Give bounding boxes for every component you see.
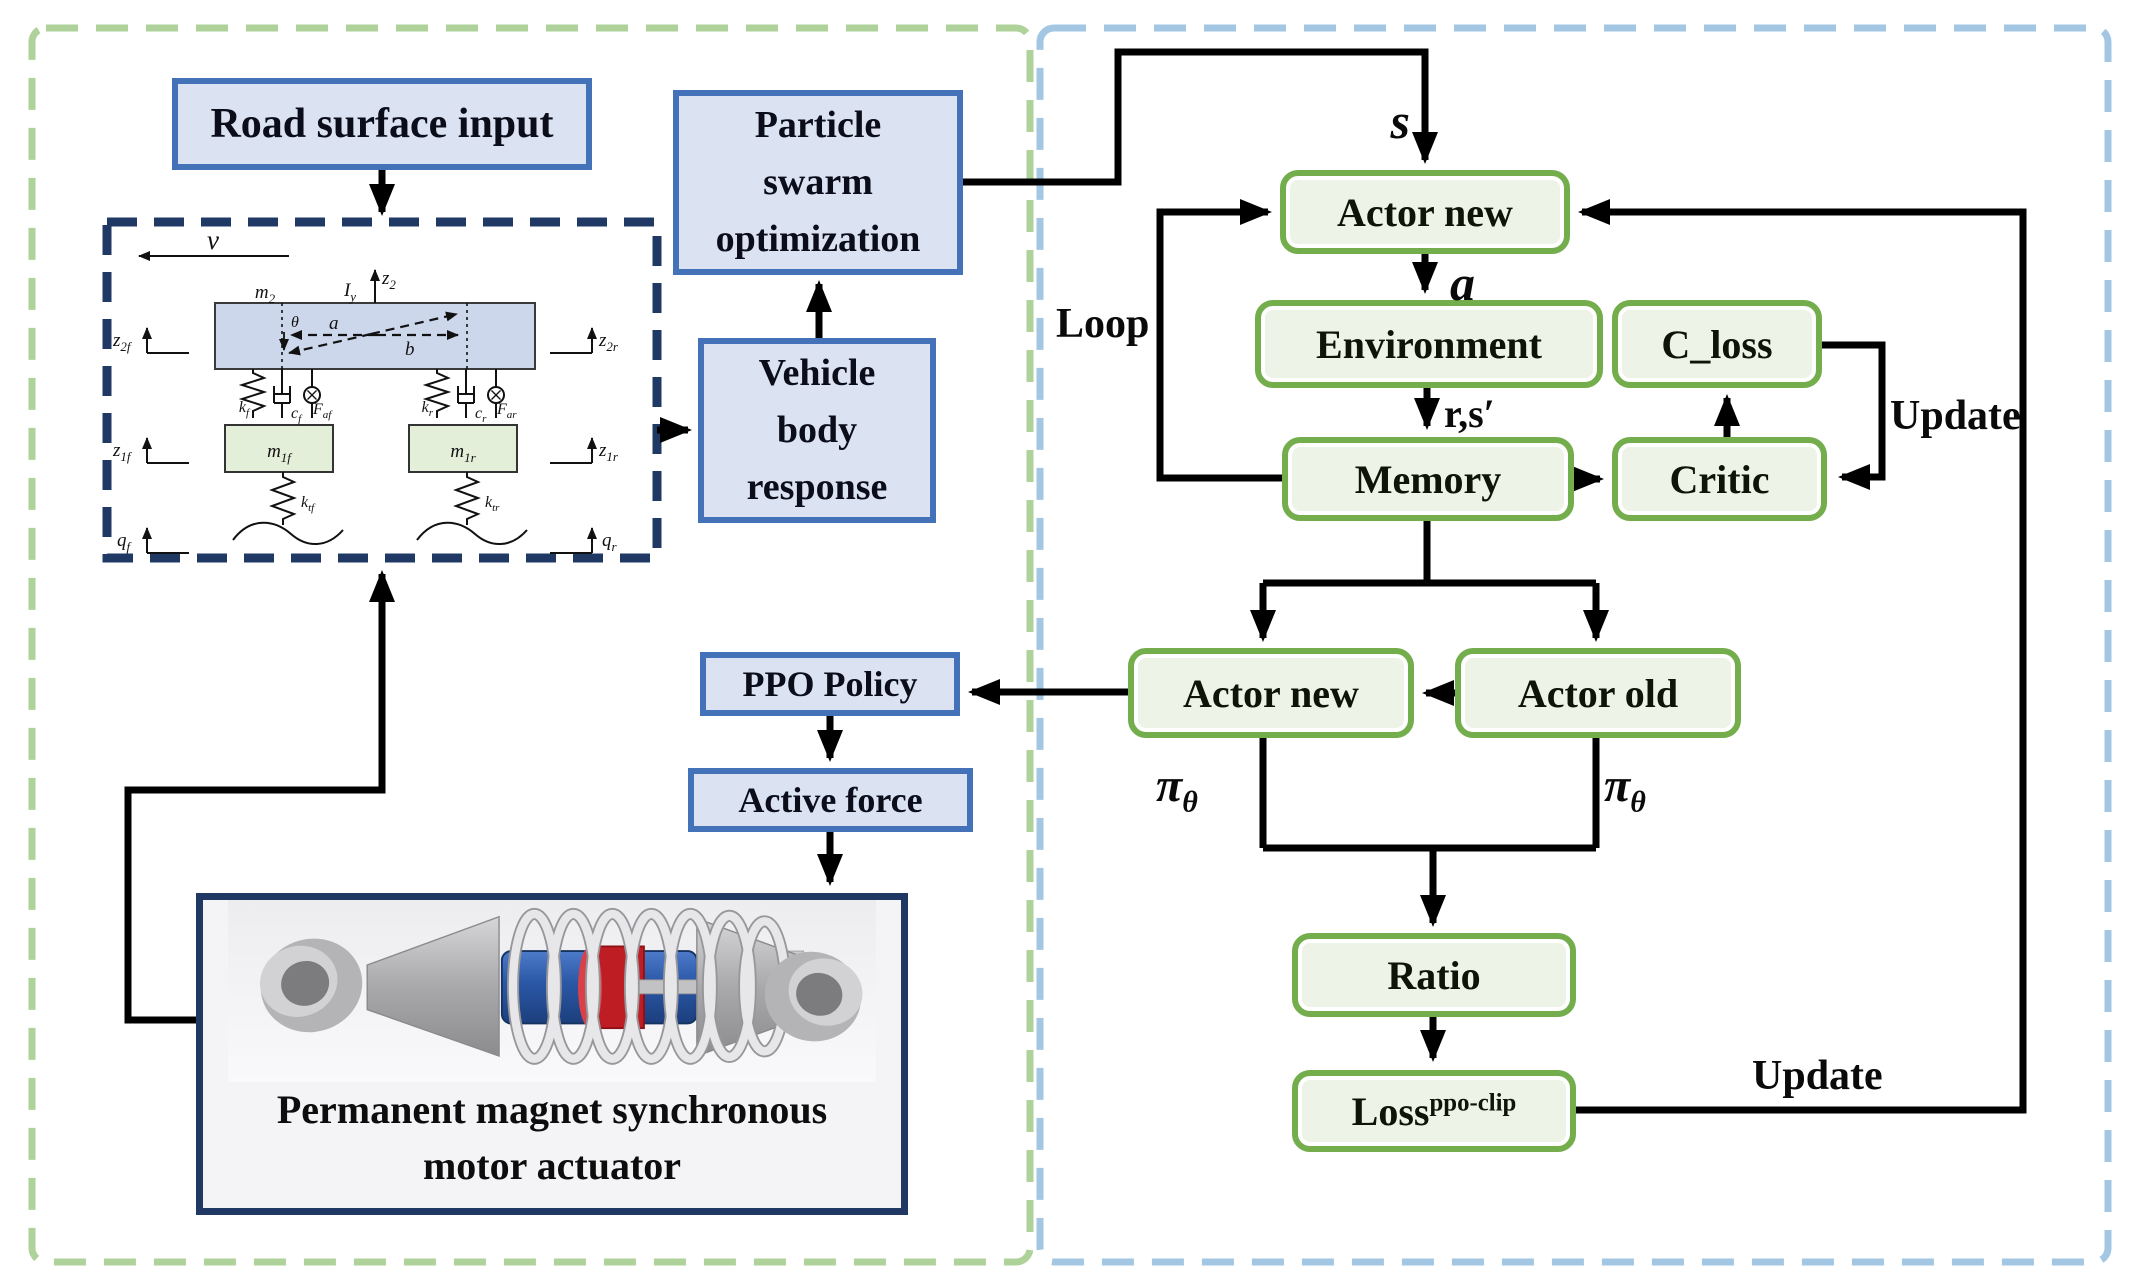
road-surface-input-box: Road surface input [172,78,592,170]
active-force-box: Active force [688,768,973,832]
right-bushing-eye [764,951,863,1042]
state-s-label: s [1390,93,1410,149]
m2-label: m2 [255,282,276,306]
kr-label: kr [422,399,434,419]
left-bushing-eye [260,938,363,1033]
memory-box: Memory [1282,437,1574,521]
loss-ppo-clip-box: Lossppo-clip [1292,1070,1576,1152]
pmsm-caption: Permanent magnet synchronous motor actua… [276,1087,828,1188]
z2f-label: z2f [112,330,133,354]
ratio-box: Ratio [1292,933,1576,1017]
line-pi-join [1259,738,1600,852]
z1r-label: z1r [598,440,619,464]
theta-label: θ [291,314,299,331]
actor-old-label: Actor old [1517,670,1679,716]
particle-swarm-optimization-box: Particle swarm optimization [673,90,963,275]
arrow-closs-update-critic [1822,341,1886,490]
update-actor-label: Update [1752,1053,1883,1099]
ktf-label: ktf [301,494,316,514]
connectors [124,48,2027,1114]
m1f-label: m1f [267,441,293,465]
vbr-label: Vehicle body response [746,352,888,508]
coil-spring [506,907,792,1065]
pmsm-actuator-box: Permanent magnet synchronous motor actua… [196,893,908,1215]
ppo-policy-label: PPO Policy [742,664,918,704]
active-force-label: Active force [738,780,923,820]
loss-ppo-clip-label: Lossppo-clip [1351,1088,1517,1134]
z2r-label: z2r [598,330,619,354]
actor-new-bottom-label: Actor new [1183,670,1359,716]
dist-b-label: b [405,339,415,360]
ktr-label: ktr [485,494,500,514]
arrow-loss-update-actornew [1576,199,2027,1114]
Far-label: Far [496,401,517,421]
ratio-label: Ratio [1387,952,1481,998]
z2-label: z2 [381,268,396,292]
left-panel-dashed-border [28,24,1034,1266]
actor-old-box: Actor old [1455,648,1741,738]
environment-label: Environment [1316,321,1542,367]
dist-a-label: a [329,313,339,334]
loop-label: Loop [1056,301,1150,347]
pi-theta-new-label: πθ [1156,759,1198,819]
m1r-label: m1r [450,441,476,465]
pmsm-actuator-illustration [227,900,877,1082]
road-surface-input-label: Road surface input [210,101,554,147]
update-critic-label: Update [1890,393,2021,439]
actor-new-bottom-box: Actor new [1128,648,1414,738]
arrow-pso-to-actor-new-s [963,48,1438,186]
arrow-motor-to-model [124,570,395,1024]
vehicle-body-response-box: Vehicle body response [698,338,936,523]
ppo-policy-box: PPO Policy [700,652,960,716]
actor-new-top-box: Actor new [1280,170,1570,254]
vehicle-model-dashed-border [102,217,662,563]
cr-label: cr [475,405,487,425]
critic-box: Critic [1612,437,1827,521]
half-car-model: v m2 Iy z2 θ a b z2f z1f qf z2r z1r qr k… [112,225,619,554]
qf-label: qf [117,530,133,554]
environment-box: Environment [1255,300,1603,388]
critic-label: Critic [1669,456,1770,502]
pso-label: Particle swarm optimization [715,104,921,260]
cf-label: cf [291,405,303,425]
reward-rs-label: r,s′ [1444,391,1495,436]
action-a-label: a [1450,255,1475,311]
model-labels: v m2 Iy z2 θ a b z2f z1f qf z2r z1r qr k… [112,225,619,554]
c-loss-box: C_loss [1612,300,1822,388]
pi-theta-old-label: πθ [1604,759,1646,819]
left-cone [366,915,500,1057]
suspension-unit [224,369,344,546]
memory-label: Memory [1354,456,1502,502]
kf-label: kf [239,399,251,419]
qr-label: qr [602,530,618,554]
Iy-label: Iy [343,280,356,304]
right-reference-axes [550,327,597,554]
left-reference-axes [142,327,189,554]
c-loss-label: C_loss [1661,321,1773,367]
velocity-label: v [207,225,219,255]
z1f-label: z1f [112,440,133,464]
pitch-geometry [288,311,459,356]
Faf-label: Faf [312,401,333,421]
arrow-loop-memory-to-actornew [1156,199,1282,482]
right-panel-dashed-border [1036,24,2112,1266]
actor-new-top-label: Actor new [1337,189,1513,235]
